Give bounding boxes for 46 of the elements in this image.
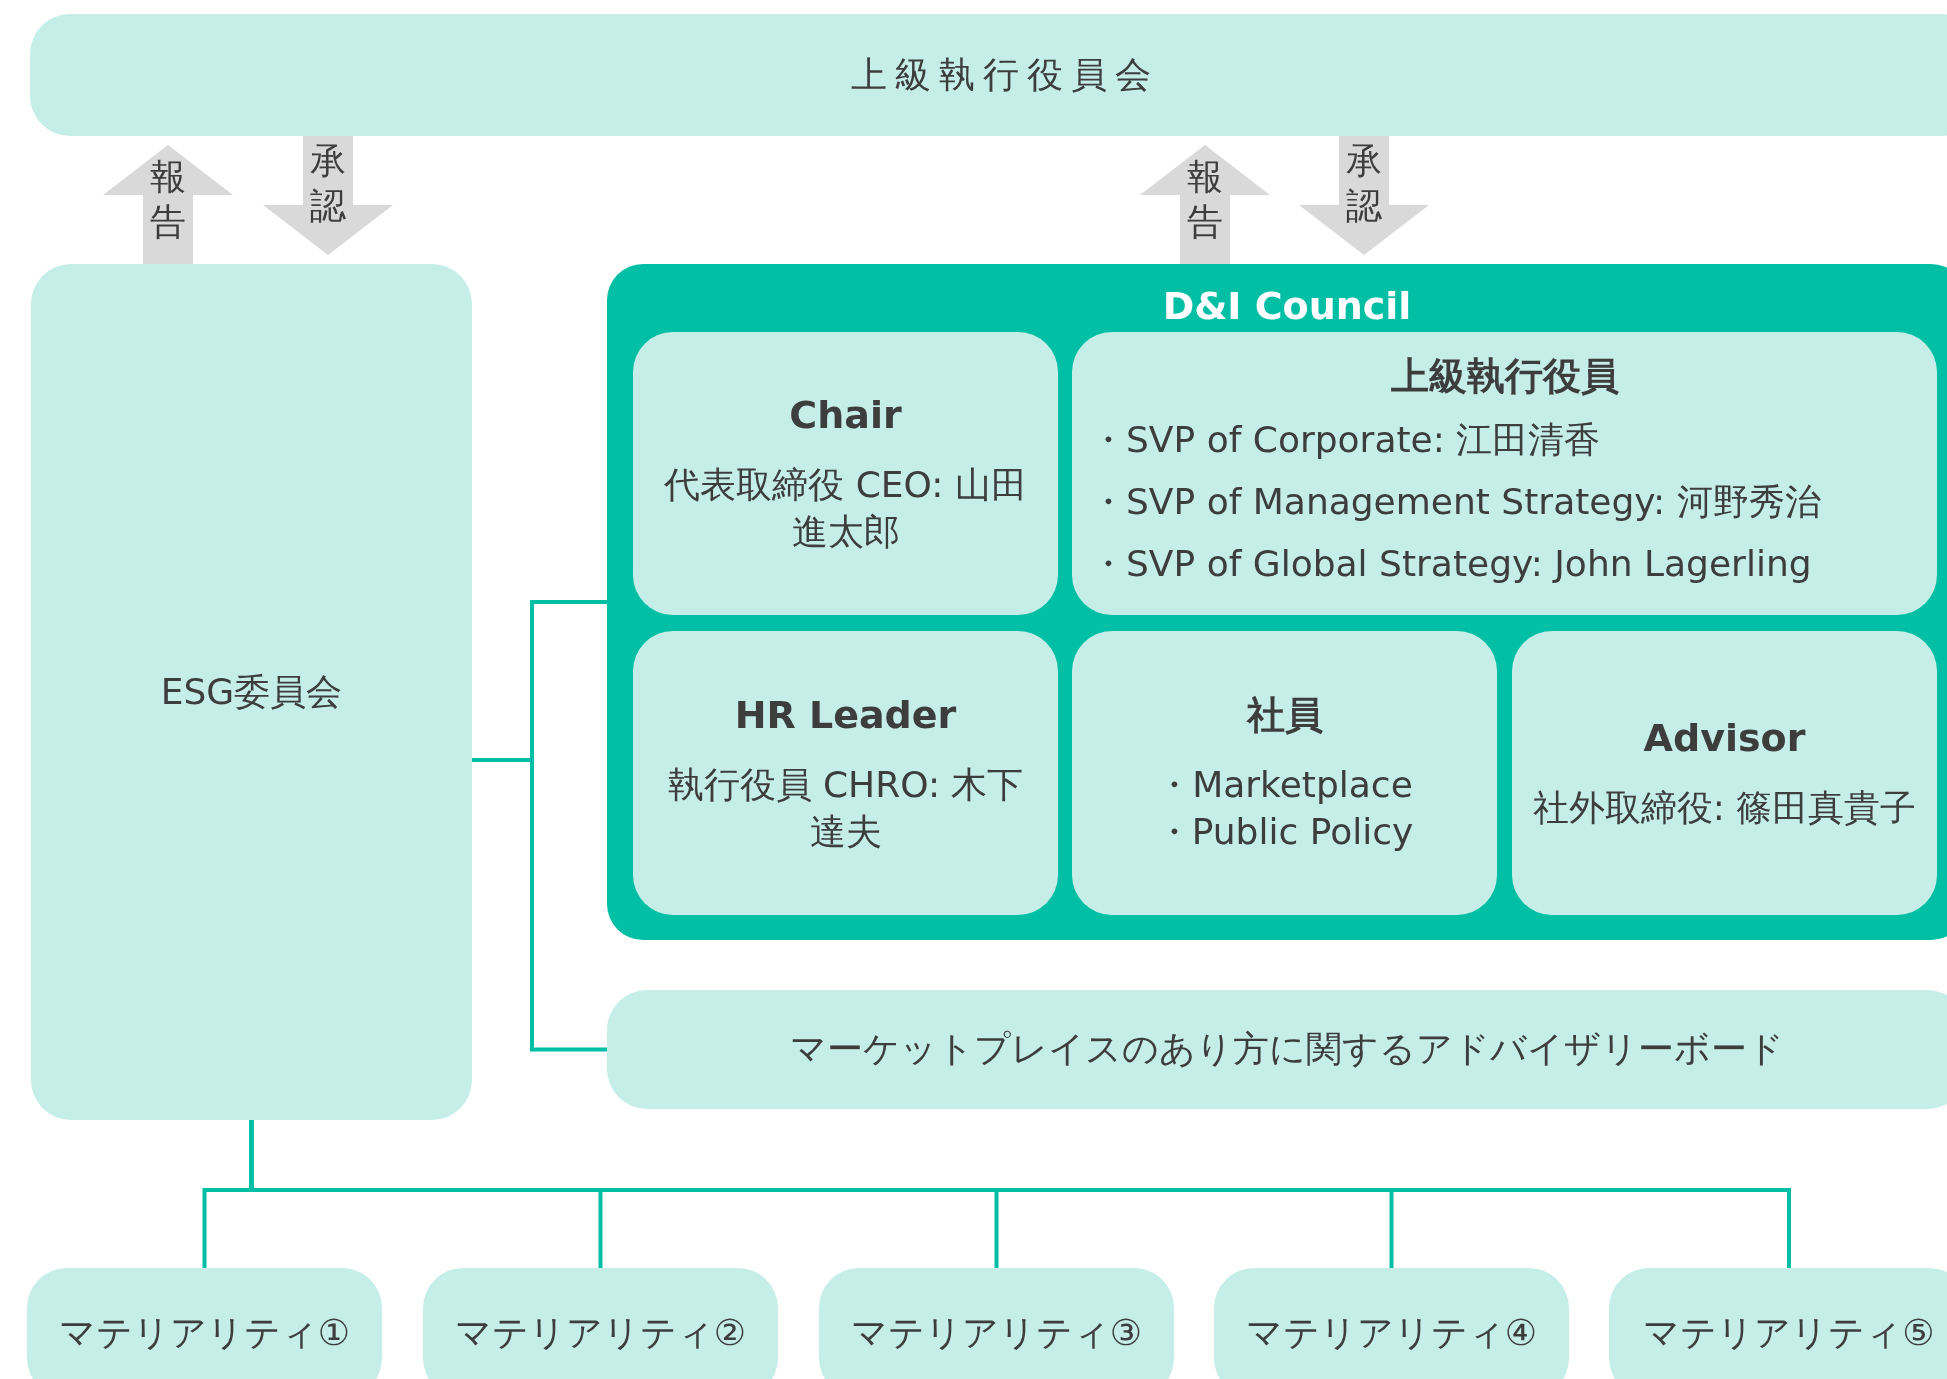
node-text: マテリアリティ⑤ (1643, 1310, 1935, 1355)
member-card (1072, 332, 1937, 615)
block-arrow (263, 136, 393, 255)
edge-label: 報告 (149, 155, 187, 244)
card-heading: Chair (789, 392, 902, 439)
card-heading: D&I Council (1162, 283, 1412, 330)
connector-line (472, 758, 607, 1052)
card-heading: 社員 (1246, 691, 1323, 739)
node-text: ・SVP of Corporate: 江田清香 (1090, 418, 1601, 463)
committee-band (30, 14, 1947, 136)
node-text: マーケットプレイスのあり方に関するアドバイザリーボード (790, 1027, 1784, 1072)
member-card (1072, 631, 1497, 915)
materiality-box (27, 1268, 382, 1379)
block-arrow (103, 145, 233, 264)
card-heading: 上級執行役員 (1390, 352, 1619, 400)
advisory-board-box (607, 990, 1947, 1109)
member-card (633, 332, 1058, 615)
connector-line (249, 1120, 1791, 1268)
edge-label: 承認 (1345, 139, 1383, 228)
edge-label: 報告 (1186, 155, 1224, 244)
materiality-box (1214, 1268, 1569, 1379)
node-text: マテリアリティ③ (850, 1310, 1143, 1355)
node-text: ・SVP of Management Strategy: 河野秀治 (1090, 480, 1821, 525)
node-text: マテリアリティ① (58, 1310, 351, 1355)
council-panel (607, 264, 1947, 940)
node-text: マテリアリティ② (454, 1310, 747, 1355)
card-heading: Advisor (1643, 714, 1806, 762)
materiality-box (423, 1268, 778, 1379)
committee-box (31, 264, 472, 1120)
node-text: ESG委員会 (160, 669, 343, 714)
block-arrow (1140, 145, 1270, 264)
node-text: 上級執行役員会 (851, 52, 1159, 97)
node-text: マテリアリティ④ (1245, 1310, 1538, 1355)
block-arrow (1299, 136, 1429, 255)
node-text: 執行役員 CHRO: 木下達夫 (666, 762, 1025, 854)
edge-label: 承認 (309, 139, 347, 228)
materiality-box (819, 1268, 1174, 1379)
member-card (1512, 631, 1937, 915)
node-text: 社外取締役: 篠田真貴子 (1532, 786, 1917, 831)
node-text: 代表取締役 CEO: 山田進太郎 (663, 463, 1028, 555)
member-card (633, 631, 1058, 915)
card-heading: HR Leader (734, 691, 957, 739)
node-text: ・Public Policy (1155, 809, 1414, 854)
materiality-box (1609, 1268, 1947, 1379)
node-text: ・SVP of Global Strategy: John Lagerling (1090, 542, 1812, 587)
node-text: ・Marketplace (1156, 762, 1413, 807)
